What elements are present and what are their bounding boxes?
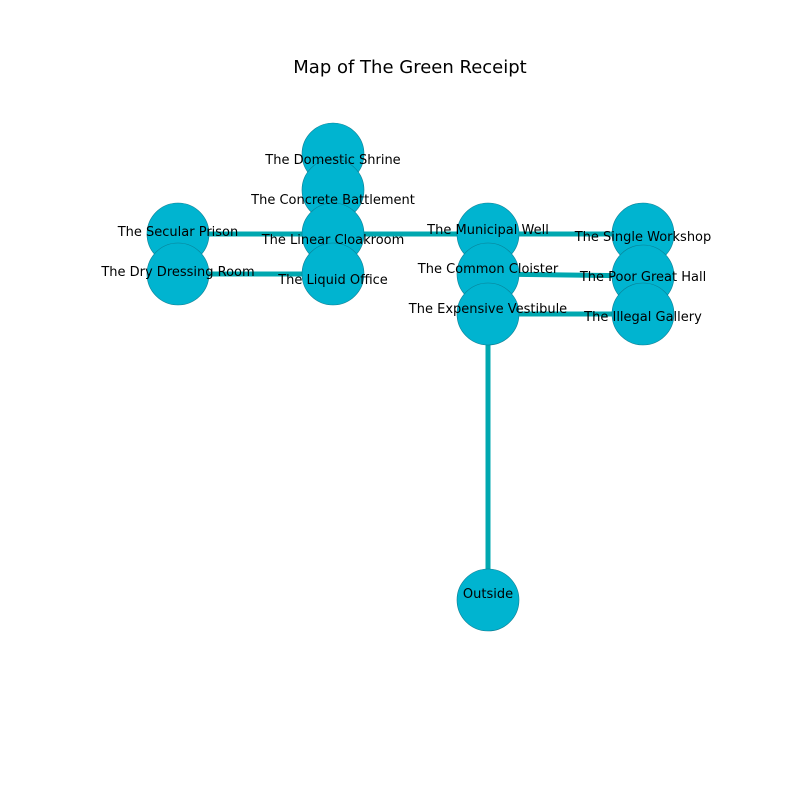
node-label-outside: Outside (463, 587, 513, 602)
node-label-illegal-gallery: The Illegal Gallery (583, 310, 702, 325)
node-label-single-workshop: The Single Workshop (574, 230, 712, 245)
diagram-title: Map of The Green Receipt (293, 57, 526, 78)
node-label-linear-cloakroom: The Linear Cloakroom (261, 233, 405, 248)
node-dry-dressing-room (146, 242, 210, 306)
node-circle-dry-dressing-room (146, 242, 210, 306)
edges-layer (178, 231, 644, 600)
node-illegal-gallery (611, 282, 675, 346)
node-circle-outside (456, 568, 520, 632)
node-liquid-office (301, 242, 365, 306)
node-outside (456, 568, 520, 632)
node-circle-liquid-office (301, 242, 365, 306)
node-label-liquid-office: The Liquid Office (277, 273, 388, 288)
node-circle-expensive-vestibule (456, 282, 520, 346)
node-label-concrete-battlement: The Concrete Battlement (250, 193, 415, 208)
node-label-common-cloister: The Common Cloister (417, 262, 559, 277)
node-label-municipal-well: The Municipal Well (426, 223, 549, 238)
node-label-domestic-shrine: The Domestic Shrine (264, 153, 400, 168)
node-label-secular-prison: The Secular Prison (117, 225, 239, 240)
node-label-poor-great-hall: The Poor Great Hall (579, 270, 706, 285)
node-expensive-vestibule (456, 282, 520, 346)
node-label-dry-dressing-room: The Dry Dressing Room (100, 265, 254, 280)
node-label-expensive-vestibule: The Expensive Vestibule (408, 302, 567, 317)
node-circle-illegal-gallery (611, 282, 675, 346)
